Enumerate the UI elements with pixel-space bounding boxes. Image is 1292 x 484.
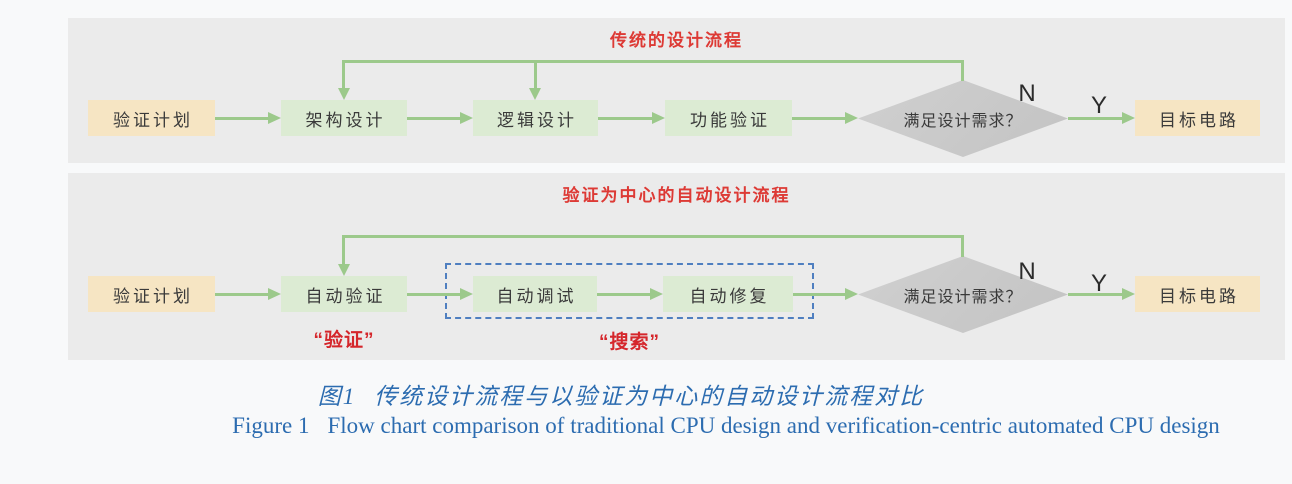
arrow-decision-to-target [1068,117,1122,120]
panel-title-automated: 验证为中心的自动设计流程 [562,186,791,205]
label-no: N [1018,80,1036,107]
arrow-head [338,88,350,100]
arrow-head [1122,112,1135,124]
node-target-circuit: 目标电路 [1135,100,1260,136]
arrow-head [652,112,665,124]
arrow-arch-to-logic [407,117,460,120]
arrow-head [268,288,281,300]
arrow-head [845,112,858,124]
arrow-decision-to-target [1068,293,1122,296]
node-auto-repair: 自动修复 [663,276,793,312]
arrow-head [460,288,473,300]
node-verification-plan: 验证计划 [88,276,215,312]
arrow-verify-to-decision [792,117,845,120]
feedback-line-to-autoverify [342,235,345,264]
figure-caption-english: Figure 1 Flow chart comparison of traditi… [80,413,1292,439]
arrow-debug-to-repair [597,293,650,296]
arrow-head [460,112,473,124]
figure-caption-zh-text: 传统设计流程与以验证为中心的自动设计流程对比 [374,384,925,409]
search-group-box [445,263,814,319]
arrow-autoverify-to-debug [407,293,460,296]
annotation-verification: “验证” [313,330,375,351]
arrow-plan-to-arch [215,117,268,120]
label-yes: Y [1090,92,1107,119]
arrow-logic-to-verify [598,117,652,120]
node-target-circuit: 目标电路 [1135,276,1260,312]
feedback-line-to-arch [342,60,345,88]
arrow-head [529,88,541,100]
node-verification-plan: 验证计划 [88,100,215,136]
feedback-line-from-decision [961,235,964,257]
panel-title-traditional: 传统的设计流程 [610,31,743,50]
annotation-search: “搜索” [598,332,660,353]
feedback-line-from-decision [961,60,964,81]
node-auto-verification: 自动验证 [281,276,407,312]
feedback-line-horizontal [343,60,964,63]
arrow-head [1122,288,1135,300]
arrow-head [338,264,350,276]
figure-caption-chinese: 图1 传统设计流程与以验证为中心的自动设计流程对比 [0,377,1267,411]
figure-caption-en-label: Figure 1 [232,413,310,438]
arrow-head [268,112,281,124]
label-yes: Y [1090,270,1107,297]
arrow-head [845,288,858,300]
arrow-plan-to-autoverify [215,293,268,296]
arrow-head [650,288,663,300]
figure-caption-zh-label: 图1 [317,384,357,409]
feedback-line-to-logic [534,60,537,88]
node-auto-debug: 自动调试 [473,276,597,312]
figure-caption-en-text: Flow chart comparison of traditional CPU… [327,413,1220,438]
node-functional-verification: 功能验证 [665,100,792,136]
panel-traditional-flow: 传统的设计流程 验证计划 架构设计 逻辑设计 功能验证 满足设计需求？ 目标电路… [68,18,1285,163]
feedback-line-horizontal [343,235,964,238]
node-architecture-design: 架构设计 [281,100,407,136]
label-no: N [1018,258,1036,285]
arrow-repair-to-decision [793,293,845,296]
panel-automated-flow: 验证为中心的自动设计流程 验证计划 自动验证 自动调试 自动修复 满足设计需求？… [68,173,1285,360]
node-logic-design: 逻辑设计 [473,100,598,136]
